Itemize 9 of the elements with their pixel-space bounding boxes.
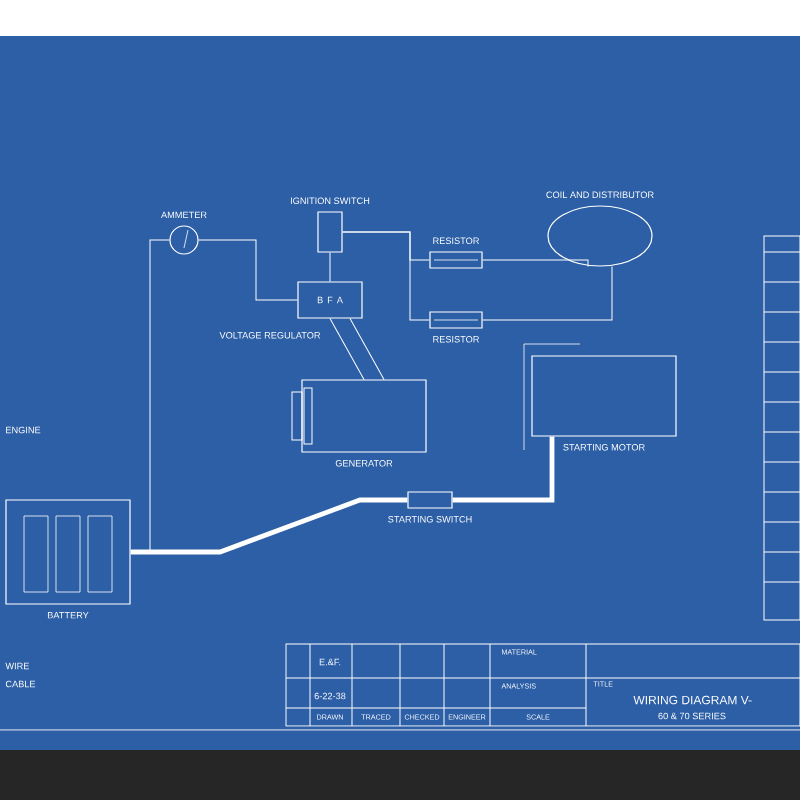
wire: [329, 318, 365, 380]
wire: [342, 231, 430, 321]
cable: [452, 436, 555, 503]
wire: [349, 318, 385, 380]
wire: [198, 239, 298, 301]
wire: [482, 266, 613, 321]
cable: [130, 497, 408, 555]
wire: [482, 259, 589, 268]
wire: [329, 252, 331, 282]
